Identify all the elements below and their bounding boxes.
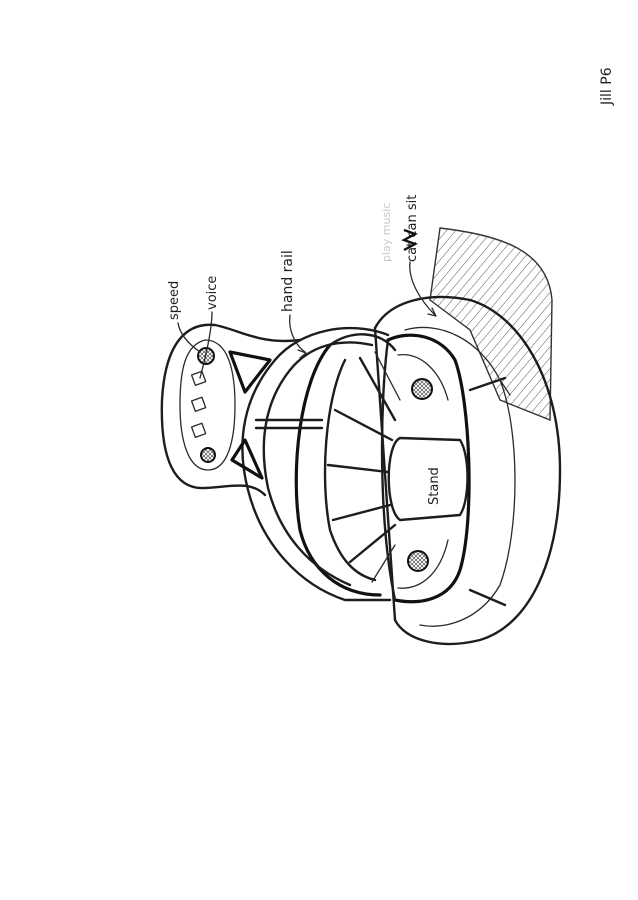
speaker-grille-left-icon	[407, 550, 429, 572]
stand-label: Stand	[427, 467, 442, 505]
speaker-grille-right-icon	[411, 378, 433, 400]
button-two-icon	[190, 396, 207, 412]
hand-rail-label: hand rail	[280, 250, 296, 312]
scribble-mark	[401, 228, 418, 252]
play-music-label: play music	[380, 203, 393, 262]
cat-can-sit-label: cat can sit	[405, 195, 420, 262]
volume-knob-icon	[200, 447, 216, 463]
button-one-icon	[190, 370, 207, 386]
control-paddle	[160, 323, 302, 497]
hand-rail-arrowhead	[297, 349, 307, 359]
speed-leader	[177, 322, 201, 353]
stand-panel: Stand	[387, 436, 469, 522]
voice-label: voice	[205, 276, 220, 310]
button-three-icon	[190, 422, 207, 438]
author-label: Jill P6	[599, 67, 615, 106]
wheel-dome	[294, 333, 401, 597]
floor-shadow	[429, 227, 553, 422]
seat-arrowhead	[427, 307, 437, 317]
seat-ring	[380, 333, 471, 604]
seat-leader	[409, 261, 436, 316]
speed-label: speed	[167, 281, 182, 320]
hand-rail	[241, 326, 392, 602]
voice-leader	[199, 311, 213, 379]
hand-rail-leader	[289, 314, 306, 353]
base-platform	[373, 295, 562, 646]
